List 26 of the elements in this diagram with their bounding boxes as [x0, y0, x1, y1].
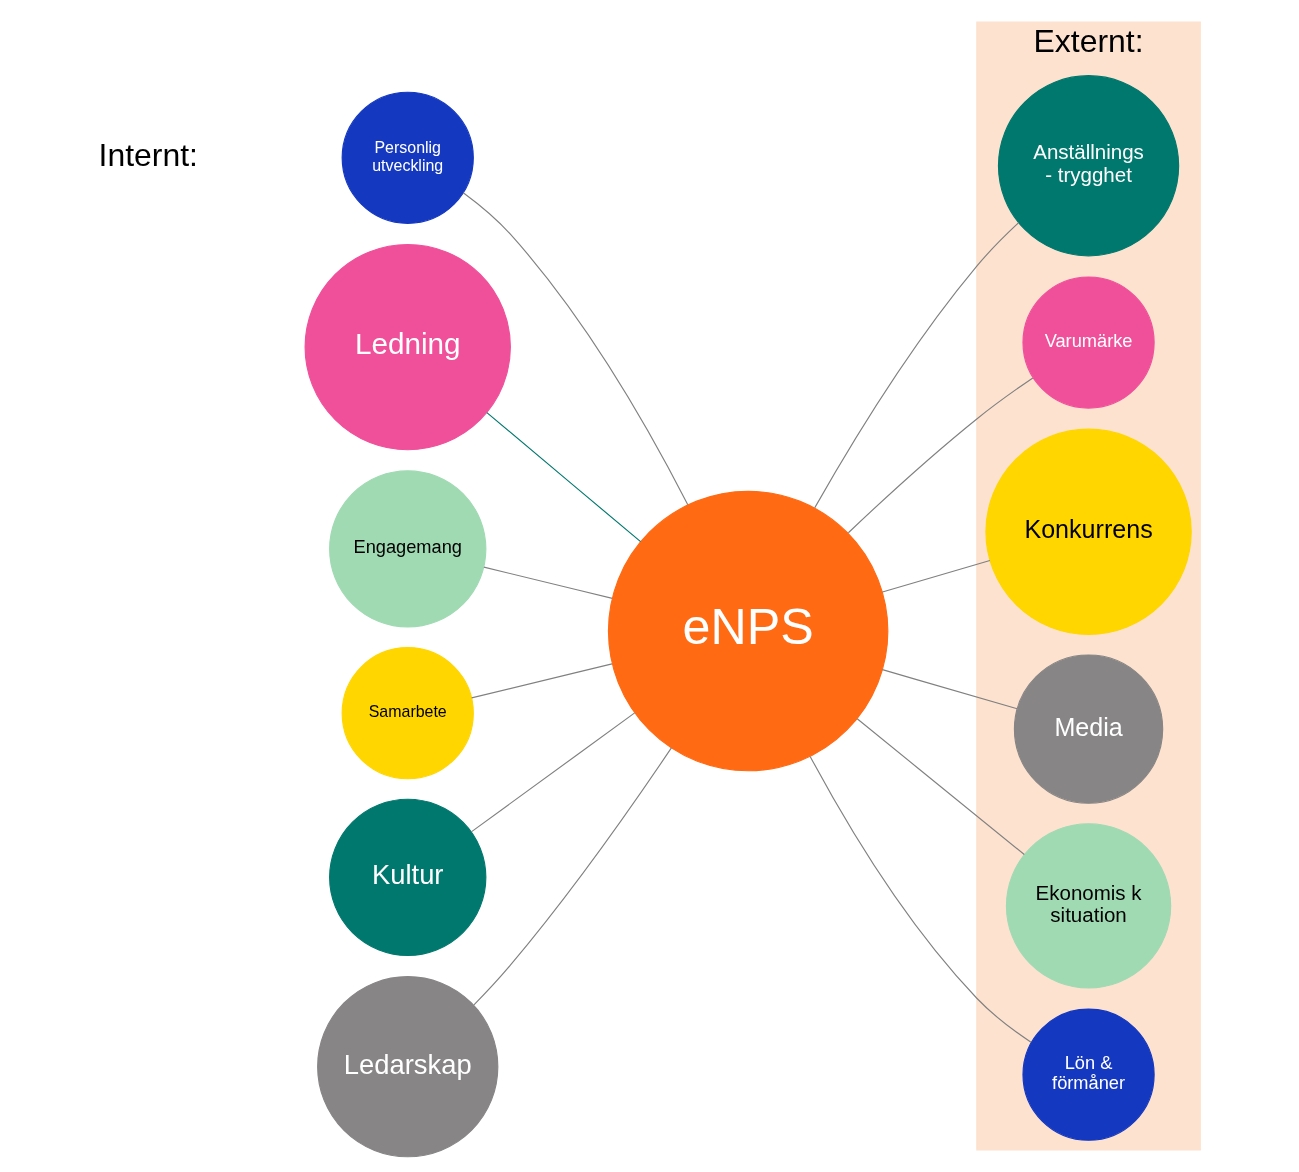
- connector: [881, 669, 1018, 710]
- node-circle: Engagemang: [329, 470, 487, 628]
- connector: [462, 192, 689, 506]
- node-circle: Varumärke: [1022, 276, 1155, 409]
- connector: [471, 663, 613, 699]
- connector: [473, 747, 672, 1006]
- connector: [470, 712, 636, 833]
- node-circle: Media: [1013, 654, 1164, 804]
- node-circle: Samarbete: [341, 647, 474, 780]
- node-circle: Ekonomis k situation: [1005, 823, 1172, 989]
- node-circle: eNPS: [607, 490, 889, 772]
- connector: [814, 222, 1020, 509]
- node-circle: Ledning: [304, 243, 511, 451]
- connector: [847, 377, 1034, 534]
- label: Internt:: [98, 136, 198, 173]
- connector: [483, 566, 613, 599]
- connector: [881, 559, 991, 593]
- node-circle: Kultur: [329, 798, 487, 957]
- node-circle: Ledarskap: [317, 976, 499, 1158]
- node-circle: Lön & förmåner: [1022, 1008, 1155, 1141]
- node-circle: Anställnings - trygghet: [997, 75, 1180, 257]
- node-circle: Konkurrens: [985, 428, 1192, 636]
- node-circle: Personlig utveckling: [341, 91, 474, 224]
- connector: [856, 718, 1025, 856]
- connector: [486, 412, 642, 543]
- connector: [809, 755, 1032, 1043]
